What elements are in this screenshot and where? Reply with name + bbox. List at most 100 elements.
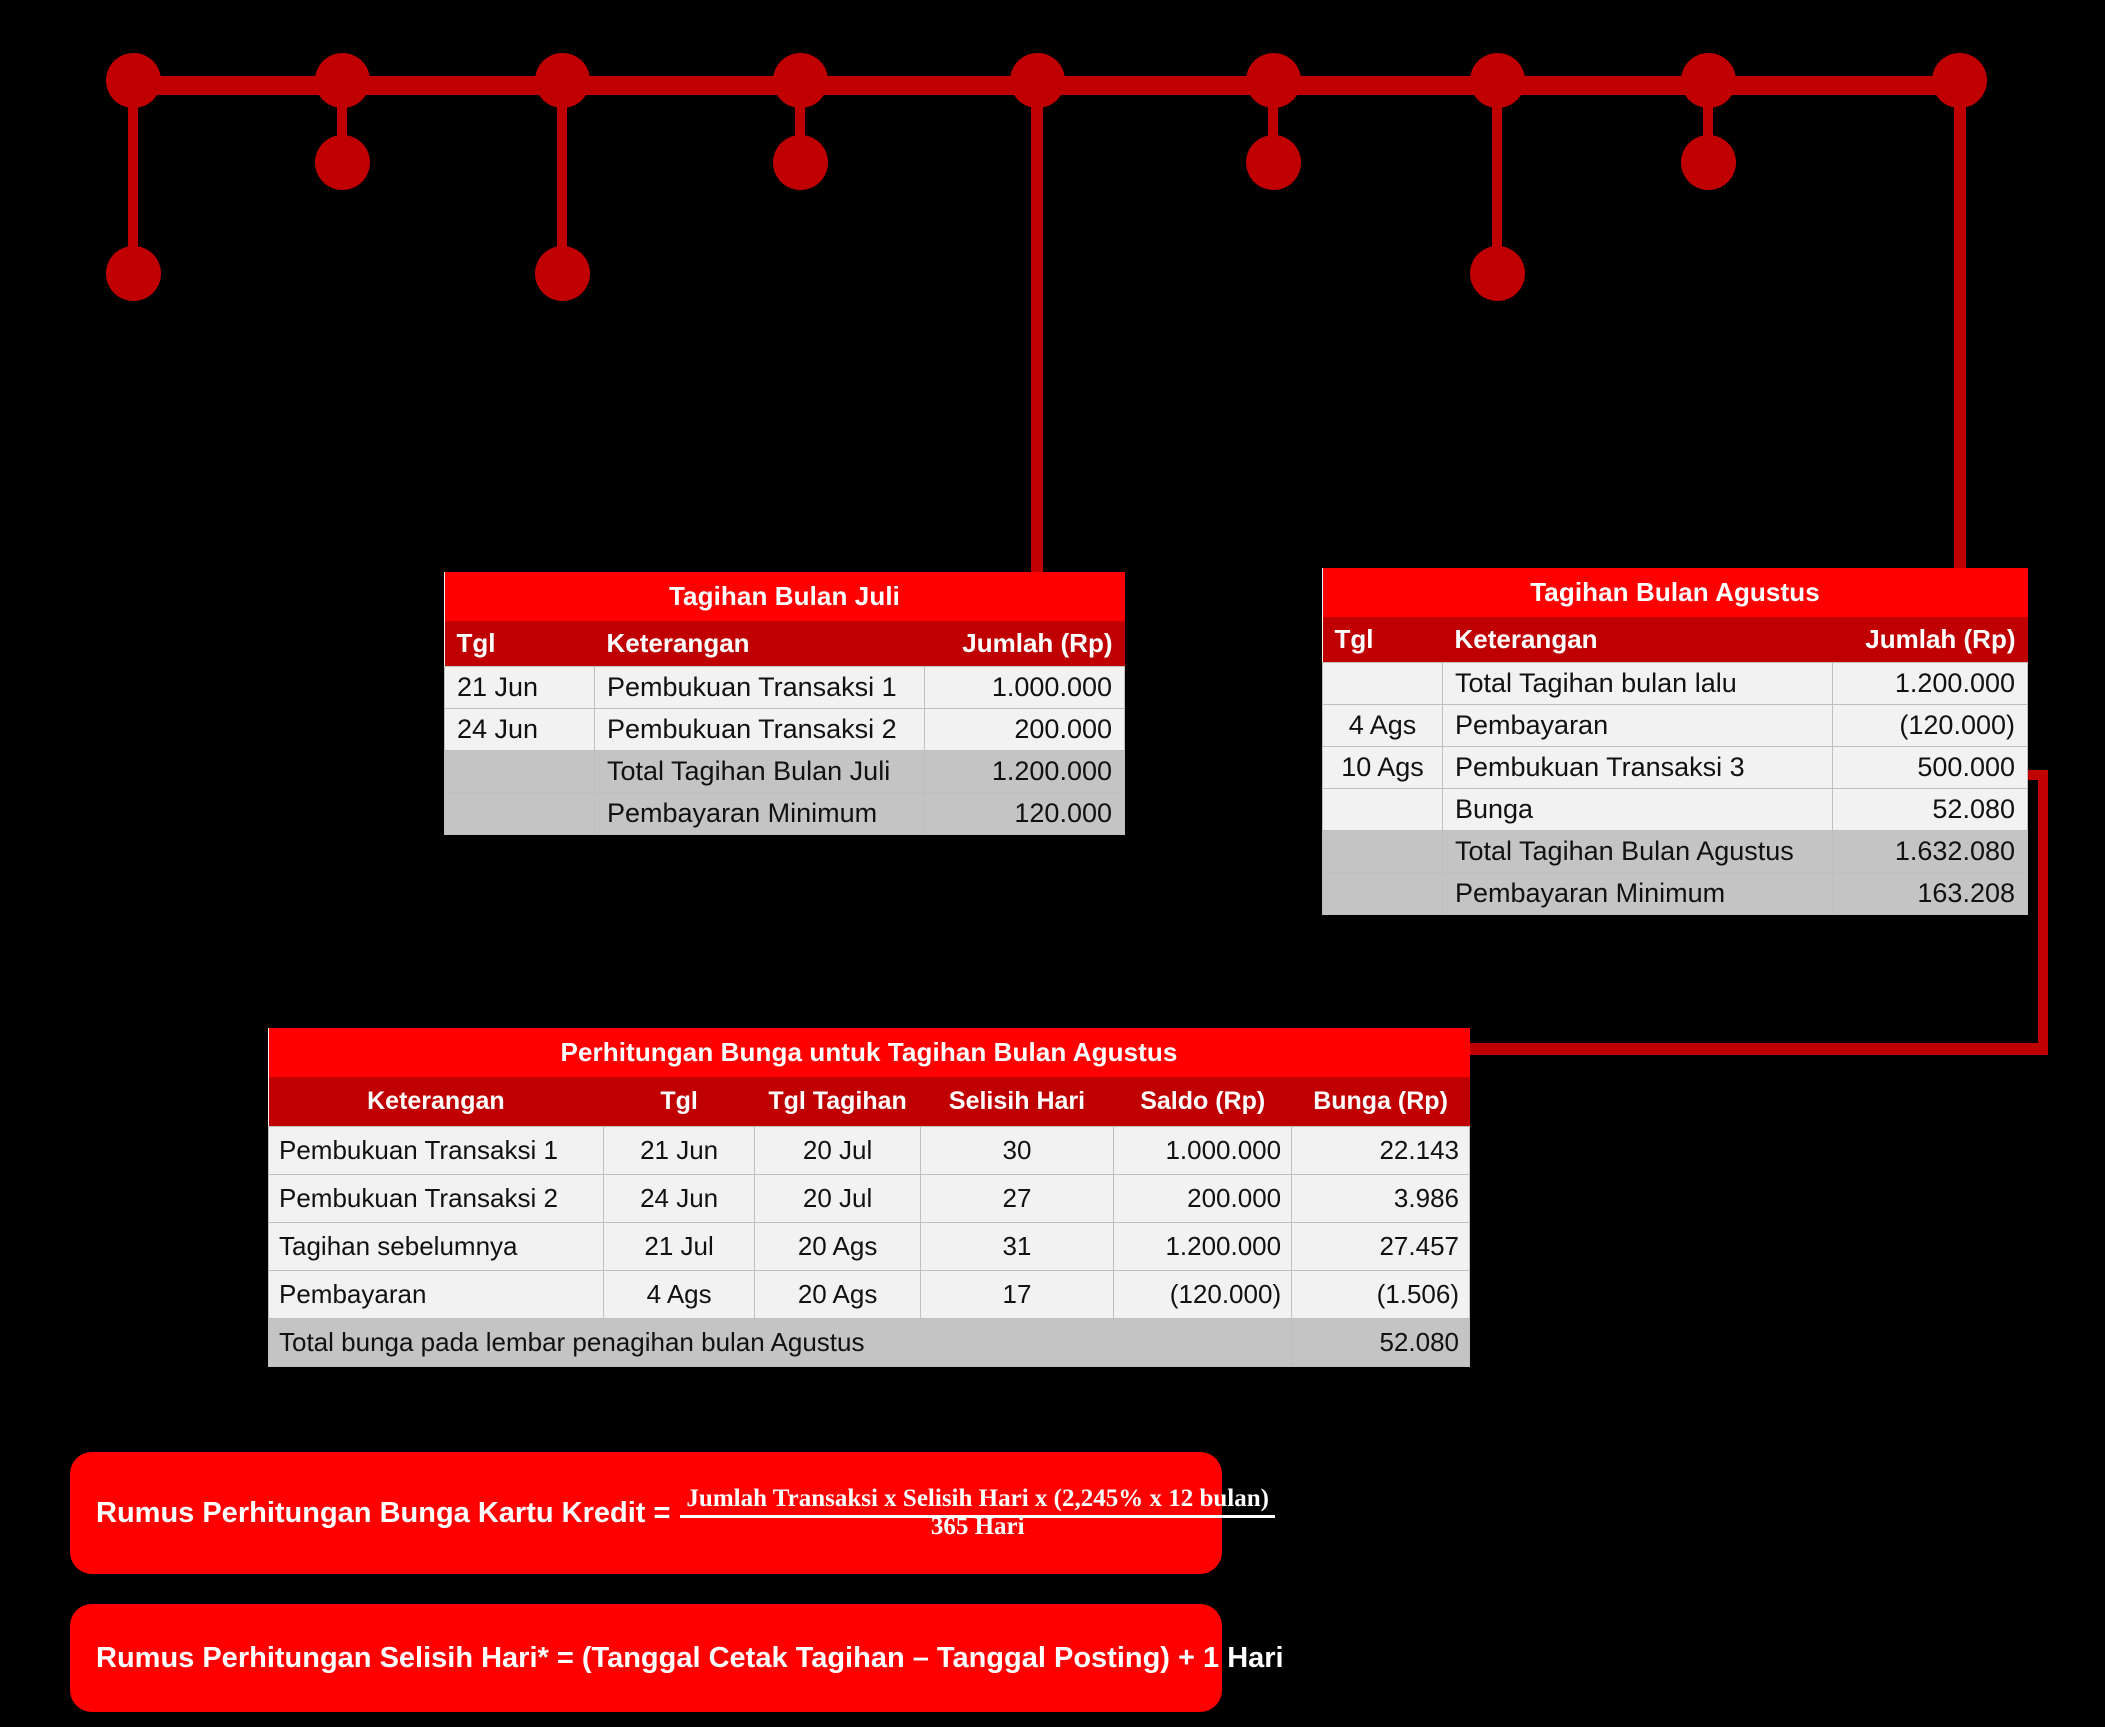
timeline-node-2[interactable] bbox=[315, 53, 370, 108]
timeline-stem-5-to-juli-table bbox=[1031, 85, 1043, 572]
interest-col-tgl: Tgl bbox=[603, 1077, 755, 1127]
cell-keterangan: Pembukuan Transaksi 2 bbox=[268, 1174, 604, 1223]
table-row: Pembukuan Transaksi 1 21 Jun 20 Jul 30 1… bbox=[268, 1126, 1470, 1175]
rumus-bunga-denominator: 365 Hari bbox=[930, 1513, 1025, 1540]
tagihan-bulan-agustus-table: Tagihan Bulan Agustus Tgl Keterangan Jum… bbox=[1322, 568, 2028, 915]
timeline-node-9[interactable] bbox=[1932, 53, 1987, 108]
cell-bunga: 22.143 bbox=[1291, 1126, 1470, 1175]
cell-tgl: 24 Jun bbox=[602, 1174, 756, 1223]
cell-tgl: 21 Jun bbox=[444, 666, 595, 709]
cell-jumlah: 1.200.000 bbox=[924, 750, 1125, 793]
cell-keterangan: Bunga bbox=[1442, 788, 1833, 831]
agustus-header-row: Tgl Keterangan Jumlah (Rp) bbox=[1322, 617, 2028, 663]
cell-keterangan: Pembukuan Transaksi 1 bbox=[268, 1126, 604, 1175]
interest-title-row: Perhitungan Bunga untuk Tagihan Bulan Ag… bbox=[268, 1028, 1470, 1077]
table-row: 24 Jun Pembukuan Transaksi 2 200.000 bbox=[444, 708, 1125, 751]
cell-bunga: 3.986 bbox=[1291, 1174, 1470, 1223]
agustus-col-tgl: Tgl bbox=[1322, 617, 1443, 663]
interest-total-label: Total bunga pada lembar penagihan bulan … bbox=[267, 1318, 1293, 1367]
juli-header-row: Tgl Keterangan Jumlah (Rp) bbox=[444, 621, 1125, 667]
table-row: Pembukuan Transaksi 2 24 Jun 20 Jul 27 2… bbox=[268, 1174, 1470, 1223]
cell-jumlah: 200.000 bbox=[924, 708, 1125, 751]
table-row: Total Tagihan Bulan Juli 1.200.000 bbox=[444, 750, 1125, 793]
cell-tgl: 21 Jun bbox=[602, 1126, 756, 1175]
table-row: Pembayaran 4 Ags 20 Ags 17 (120.000) (1.… bbox=[268, 1270, 1470, 1319]
cell-jumlah: 500.000 bbox=[1832, 746, 2028, 789]
cell-keterangan: Total Tagihan Bulan Juli bbox=[594, 750, 925, 793]
perhitungan-bunga-table: Perhitungan Bunga untuk Tagihan Bulan Ag… bbox=[267, 1028, 1470, 1367]
rumus-bunga-label: Rumus Perhitungan Bunga Kartu Kredit = bbox=[96, 1496, 671, 1529]
cell-tgl bbox=[444, 792, 595, 835]
timeline-endpoint-4[interactable] bbox=[773, 135, 828, 190]
timeline-stem-3 bbox=[557, 85, 567, 267]
agustus-col-jumlah: Jumlah (Rp) bbox=[1832, 617, 2028, 663]
interest-col-bunga: Bunga (Rp) bbox=[1291, 1077, 1470, 1127]
interest-col-tgl-tagihan: Tgl Tagihan bbox=[754, 1077, 921, 1127]
juli-col-keterangan: Keterangan bbox=[594, 621, 925, 667]
connector-agustus-to-interest-horizontal-bottom bbox=[1470, 1043, 2048, 1055]
timeline-stem-9-to-agustus-table bbox=[1954, 85, 1966, 568]
rumus-selisih-hari-box: Rumus Perhitungan Selisih Hari* = (Tangg… bbox=[70, 1604, 1284, 1712]
tagihan-bulan-juli-table: Tagihan Bulan Juli Tgl Keterangan Jumlah… bbox=[444, 572, 1125, 835]
cell-jumlah: 1.000.000 bbox=[924, 666, 1125, 709]
cell-tgl: 10 Ags bbox=[1322, 746, 1443, 789]
timeline-endpoint-3[interactable] bbox=[535, 246, 590, 301]
juli-title-row: Tagihan Bulan Juli bbox=[444, 572, 1125, 621]
timeline-stem-1 bbox=[128, 85, 138, 267]
timeline-node-7[interactable] bbox=[1470, 53, 1525, 108]
timeline-node-4[interactable] bbox=[773, 53, 828, 108]
cell-jumlah: 1.632.080 bbox=[1832, 830, 2028, 873]
table-row: Total Tagihan Bulan Agustus 1.632.080 bbox=[1322, 830, 2028, 873]
table-row: Pembayaran Minimum 120.000 bbox=[444, 792, 1125, 835]
cell-jumlah: 52.080 bbox=[1832, 788, 2028, 831]
cell-keterangan: Total Tagihan Bulan Agustus bbox=[1442, 830, 1833, 873]
table-row: Tagihan sebelumnya 21 Jul 20 Ags 31 1.20… bbox=[268, 1222, 1470, 1271]
rumus-selisih-hari-text: Rumus Perhitungan Selisih Hari* = (Tangg… bbox=[96, 1641, 1284, 1674]
cell-selisih-hari: 30 bbox=[919, 1126, 1115, 1175]
timeline-endpoint-1[interactable] bbox=[106, 246, 161, 301]
timeline-stem-6 bbox=[1268, 85, 1278, 157]
cell-keterangan: Pembayaran bbox=[1442, 704, 1833, 747]
timeline-node-5[interactable] bbox=[1010, 53, 1065, 108]
cell-keterangan: Pembukuan Transaksi 3 bbox=[1442, 746, 1833, 789]
cell-tgl bbox=[1322, 872, 1443, 915]
cell-bunga: (1.506) bbox=[1291, 1270, 1470, 1319]
table-row: 4 Ags Pembayaran (120.000) bbox=[1322, 704, 2028, 747]
cell-tgl: 24 Jun bbox=[444, 708, 595, 751]
cell-bunga: 27.457 bbox=[1291, 1222, 1470, 1271]
rumus-bunga-box: Rumus Perhitungan Bunga Kartu Kredit = J… bbox=[70, 1452, 1275, 1574]
cell-saldo: (120.000) bbox=[1113, 1270, 1293, 1319]
agustus-title-row: Tagihan Bulan Agustus bbox=[1322, 568, 2028, 617]
timeline-node-1[interactable] bbox=[106, 53, 161, 108]
rumus-bunga-fraction: Jumlah Transaksi x Selisih Hari x (2,245… bbox=[680, 1485, 1275, 1541]
cell-selisih-hari: 31 bbox=[919, 1222, 1115, 1271]
interest-total-value: 52.080 bbox=[1291, 1318, 1470, 1367]
juli-table-title: Tagihan Bulan Juli bbox=[444, 572, 1125, 621]
cell-jumlah: (120.000) bbox=[1832, 704, 2028, 747]
juli-col-jumlah: Jumlah (Rp) bbox=[924, 621, 1125, 667]
cell-jumlah: 163.208 bbox=[1832, 872, 2028, 915]
cell-tgl: 21 Jul bbox=[602, 1222, 756, 1271]
interest-col-saldo: Saldo (Rp) bbox=[1113, 1077, 1292, 1127]
timeline-node-8[interactable] bbox=[1681, 53, 1736, 108]
cell-keterangan: Pembayaran Minimum bbox=[594, 792, 925, 835]
cell-keterangan: Pembayaran bbox=[268, 1270, 604, 1319]
interest-header-row: Keterangan Tgl Tgl Tagihan Selisih Hari … bbox=[268, 1077, 1470, 1127]
agustus-col-keterangan: Keterangan bbox=[1442, 617, 1833, 663]
timeline-endpoint-8[interactable] bbox=[1681, 135, 1736, 190]
timeline-endpoint-7[interactable] bbox=[1470, 246, 1525, 301]
cell-tgl bbox=[444, 750, 595, 793]
cell-keterangan: Total Tagihan bulan lalu bbox=[1442, 662, 1833, 705]
timeline-endpoint-2[interactable] bbox=[315, 135, 370, 190]
timeline-endpoint-6[interactable] bbox=[1246, 135, 1301, 190]
timeline-node-6[interactable] bbox=[1246, 53, 1301, 108]
table-row: Bunga 52.080 bbox=[1322, 788, 2028, 831]
timeline-node-3[interactable] bbox=[535, 53, 590, 108]
cell-tgl bbox=[1322, 662, 1443, 705]
cell-tgl-tagihan: 20 Jul bbox=[754, 1174, 921, 1223]
juli-col-tgl: Tgl bbox=[444, 621, 595, 667]
interest-col-selisih-hari: Selisih Hari bbox=[920, 1077, 1114, 1127]
cell-tgl-tagihan: 20 Ags bbox=[754, 1222, 921, 1271]
timeline-stem-2 bbox=[337, 85, 347, 157]
cell-tgl-tagihan: 20 Ags bbox=[754, 1270, 921, 1319]
